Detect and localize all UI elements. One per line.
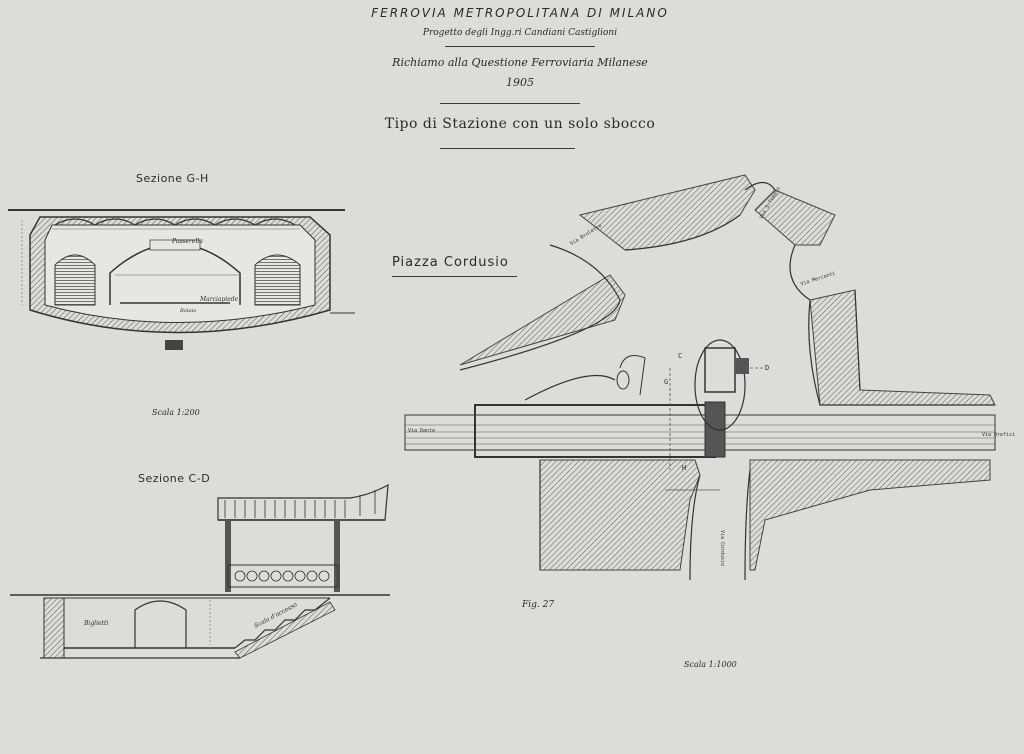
gh-mezzanine-label: Passerella [172, 238, 203, 245]
title-rule-2 [440, 103, 580, 104]
title-rule-3 [440, 148, 575, 149]
section-cd-drawing [10, 483, 390, 659]
figure-number: Fig. 27 [522, 600, 555, 610]
year: 1905 [506, 76, 534, 89]
section-gh-label: Sezione G-H [136, 172, 209, 185]
section-cd-label: Sezione C-D [138, 472, 211, 485]
marker-c: C [678, 352, 683, 360]
marker-h: H [682, 464, 687, 472]
street-label-cordusio: Via Cordusio [719, 529, 726, 567]
cd-ticket-office-label: Biglietti [84, 620, 109, 627]
marker-g: G [664, 378, 669, 386]
street-label-dante: Via Dante [408, 428, 436, 434]
gh-track-label: Rotaie [180, 308, 197, 314]
title: FERROVIA METROPOLITANA DI MILANO [371, 6, 669, 20]
street-label-orefici: Via Orefici [982, 432, 1016, 438]
project-credit: Progetto degli Ingg.ri Candiani Castigli… [422, 28, 618, 38]
title-rule-1 [445, 46, 595, 47]
piazza-cordusio-label: Piazza Cordusio [392, 255, 509, 270]
section-gh-scale: Scala 1:200 [152, 408, 200, 417]
plan-scale: Scala 1:1000 [684, 660, 737, 669]
subtitle: Tipo di Stazione con un solo sbocco [384, 116, 656, 132]
piazza-rule [392, 276, 517, 277]
reference-line: Richiamo alla Questione Ferroviaria Mila… [392, 56, 648, 69]
station-plan [404, 174, 996, 581]
gh-platform-label: Marciapiede [200, 296, 239, 303]
section-gh-drawing [8, 209, 355, 350]
marker-d: D [765, 364, 770, 372]
